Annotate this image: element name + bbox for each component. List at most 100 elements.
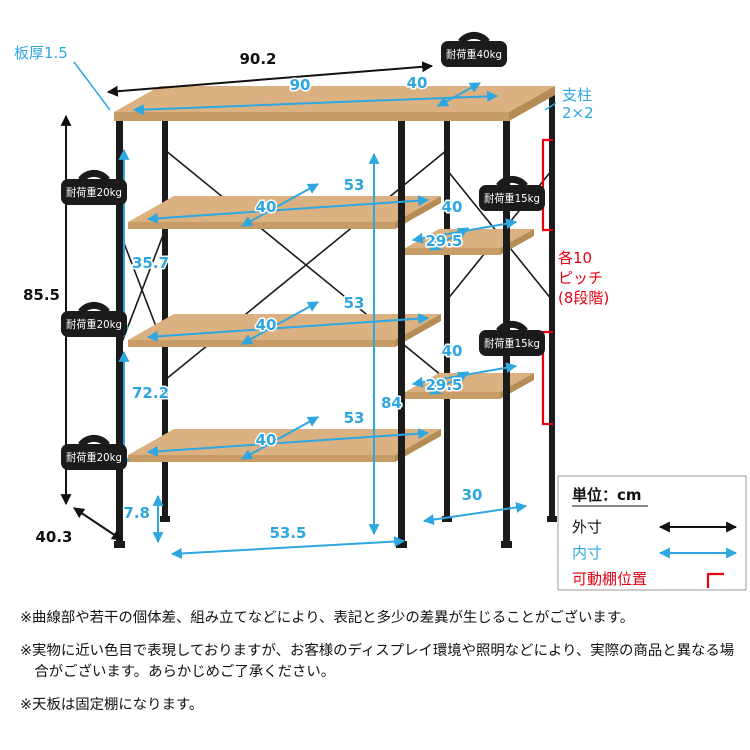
shelf-front-edge (128, 340, 395, 347)
dim-label: 53.5 (269, 524, 306, 542)
pitch-label-line1: 各10 (558, 249, 592, 267)
dim-label: 40 (442, 198, 463, 216)
dim-base-clearance: 7.8 (122, 494, 164, 544)
load-badge-top: 耐荷重40kg (441, 31, 507, 67)
load-badge-label: 耐荷重40kg (446, 47, 502, 61)
dim-line (241, 301, 319, 345)
kettlebell-body (61, 444, 127, 470)
dim-label: 40 (442, 342, 463, 360)
dim-label: 30 (462, 486, 483, 504)
legend-movable-bracket-icon (706, 572, 724, 588)
kettlebell-icon (78, 434, 110, 448)
kettlebell-body (61, 179, 127, 205)
dim-inner-height-lower: 72.2 (118, 350, 171, 470)
back-foot-left (160, 516, 170, 522)
pitch-bracket-lower (541, 330, 553, 426)
shelf-board-3 (128, 429, 441, 462)
dim-line (429, 227, 469, 251)
dim-label: 72.2 (132, 384, 169, 402)
dim-label: 53 (344, 294, 365, 312)
dim-label: 40 (256, 198, 277, 216)
dim-label: 85.5 (23, 286, 60, 304)
dim-label: 84 (381, 394, 402, 412)
kettlebell-icon (496, 320, 528, 334)
back-post-left (162, 95, 168, 516)
dim-base-depth-outer: 40.3 (34, 507, 123, 548)
dim-line (106, 61, 434, 97)
dim-line (170, 536, 406, 559)
dim-label: 35.7 (132, 254, 169, 272)
dim-side-shelf2-depth: 29.5 (424, 371, 469, 396)
dim-label: 90 (290, 76, 311, 94)
load-badge-label: 耐荷重15kg (484, 191, 540, 205)
dim-side-width-inner: 30 (422, 485, 528, 526)
board-thickness-leader-line (73, 61, 111, 111)
shelf-front-edge (405, 392, 500, 399)
dim-label: 90.2 (239, 50, 276, 68)
dim-label: 53 (344, 409, 365, 427)
pillar-label: 支柱 2×2 (544, 85, 595, 124)
dim-top-width-inner: 90 (132, 75, 499, 116)
dim-label: 40 (256, 431, 277, 449)
footnote: ※天板は固定棚になります。 (20, 696, 204, 713)
kettlebell-icon (458, 31, 490, 45)
legend-inner-label: 内寸 (572, 544, 602, 562)
dim-top-depth-inner: 40 (405, 73, 481, 107)
legend-unit-label: 単位：cm (572, 486, 642, 504)
dim-label: 29.5 (425, 376, 462, 394)
dim-line (132, 90, 499, 116)
front-post-middle (398, 121, 405, 541)
kettlebell-body (441, 41, 507, 67)
dim-label: 40 (407, 74, 428, 92)
side-shelf-board-1 (405, 229, 534, 255)
load-badge-label: 耐荷重20kg (66, 317, 122, 331)
load-badge-left-1: 耐荷重20kg (61, 169, 127, 205)
side-shelf-board-2 (405, 373, 534, 399)
back-post-middle (444, 95, 450, 516)
pitch-bracket-upper (541, 138, 553, 232)
kettlebell-body (61, 311, 127, 337)
product-dimension-diagram: 板厚1.5 90.2 90 40 支柱 2×2 85.5 (13, 31, 747, 591)
shelf-board-2 (128, 314, 441, 347)
shelf-front-edge (405, 248, 500, 255)
top-board-side-edge (509, 86, 555, 121)
load-badge-label: 耐荷重20kg (66, 450, 122, 464)
shelf-front-edge (128, 222, 395, 229)
shelf-front-edge (128, 455, 395, 462)
dim-line (422, 501, 528, 526)
kettlebell-icon (78, 169, 110, 183)
pitch-label-line3: (8段階) (558, 289, 609, 307)
movable-shelf-pitch: 各10 ピッチ (8段階) (541, 138, 611, 426)
top-board (114, 86, 555, 121)
dim-shelf2-depth: 40 (241, 301, 319, 345)
legend: 単位：cm 外寸 内寸 可動棚位置 (557, 475, 747, 591)
dim-label: 53 (344, 176, 365, 194)
dim-base-width-inner: 53.5 (170, 523, 406, 559)
dim-line (437, 82, 481, 107)
front-foot-left (114, 541, 125, 548)
dim-label: 40.3 (35, 528, 72, 546)
dim-label: 40 (256, 316, 277, 334)
shelf-board-1 (128, 196, 441, 229)
back-post-right (549, 95, 555, 516)
load-badge-right-2: 耐荷重15kg (479, 320, 545, 356)
legend-outer-label: 外寸 (572, 518, 602, 536)
dim-height-outer: 85.5 (21, 114, 72, 506)
footnote: ※実物に近い色目で表現しておりますが、お客様のディスプレイ環境や照明などにより、… (20, 642, 735, 681)
load-badge-left-3: 耐荷重20kg (61, 434, 127, 470)
kettlebell-body (479, 330, 545, 356)
load-badge-label: 耐荷重15kg (484, 336, 540, 350)
dim-label: 29.5 (425, 232, 462, 250)
dim-board-thickness: 板厚1.5 (13, 43, 111, 111)
kettlebell-icon (78, 301, 110, 315)
dim-side-shelf1-depth: 29.5 (424, 227, 469, 252)
dim-top-width-outer: 90.2 (106, 49, 434, 97)
load-badge-label: 耐荷重20kg (66, 185, 122, 199)
footnote: ※曲線部や若干の個体差、組み立てなどにより、表記と多少の差異が生じることがござい… (20, 610, 635, 626)
dim-line (429, 371, 469, 395)
kettlebell-body (479, 185, 545, 211)
back-foot-right (547, 516, 557, 522)
board-thickness-label: 板厚1.5 (14, 44, 68, 62)
dimension-annotations: 板厚1.5 90.2 90 40 支柱 2×2 85.5 (13, 31, 611, 559)
